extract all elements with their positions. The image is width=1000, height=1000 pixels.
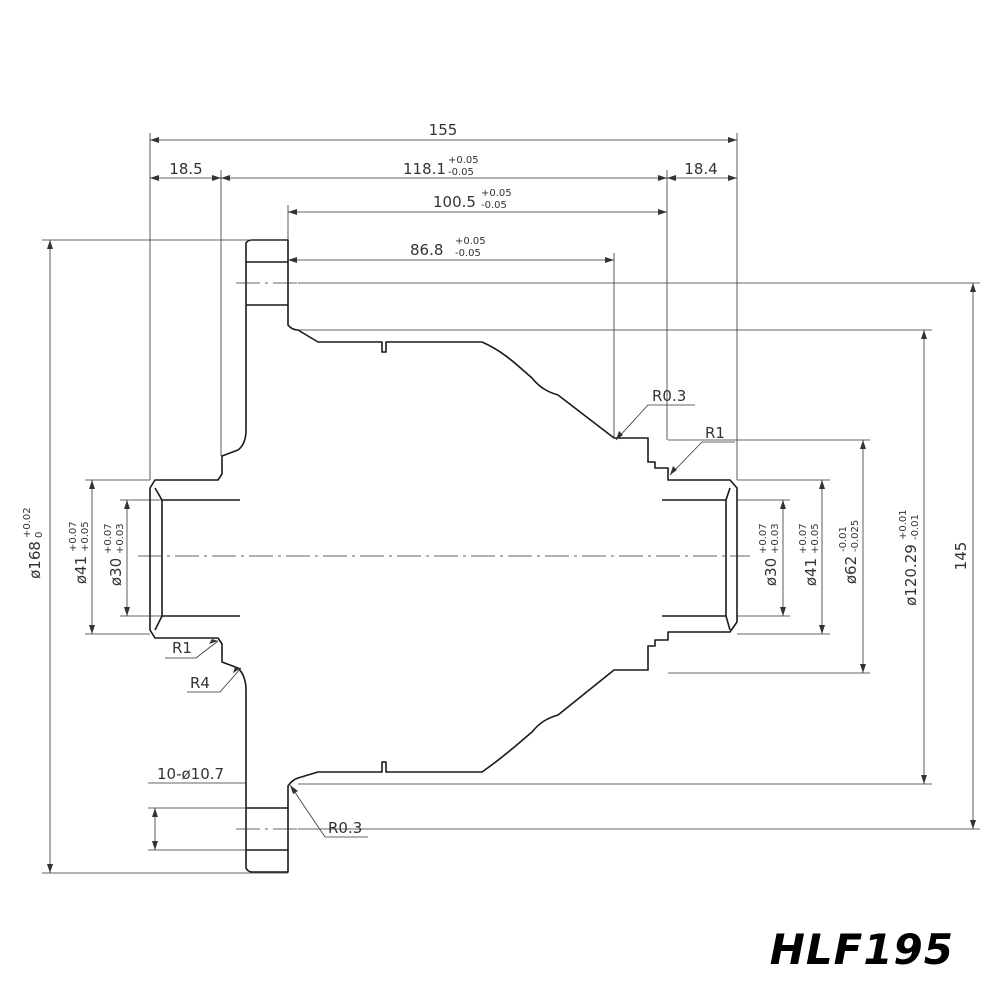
- tol-length-100-lower: -0.05: [481, 200, 507, 211]
- bore-chamfer: [725, 487, 731, 501]
- dim-length-100: 100.5: [433, 193, 476, 211]
- dim-dia-41-left: ø41: [72, 556, 90, 584]
- dim-dia-168: ø168: [26, 541, 44, 579]
- tol-dia-41-left-lower: +0.05: [80, 521, 91, 552]
- leader-r03-bottom: [289, 784, 368, 838]
- tol-dia-168-lower: 0: [34, 532, 45, 538]
- tol-length-86-upper: +0.05: [455, 236, 486, 247]
- model-label: HLF195: [769, 925, 954, 974]
- tol-length-118-upper: +0.05: [448, 155, 479, 166]
- leader-lines: [165, 404, 735, 838]
- tol-dia-41-right-lower: +0.05: [810, 523, 821, 554]
- tol-dia-120-lower: -0.01: [910, 514, 921, 540]
- tol-dia-30-right-upper: +0.07: [758, 523, 769, 554]
- tol-dia-62-lower: -0.025: [850, 520, 861, 552]
- label-bolt-holes: 10-ø10.7: [157, 765, 224, 783]
- tol-length-118-lower: -0.05: [448, 167, 474, 178]
- bore-chamfer: [154, 615, 163, 631]
- leader-r03-top: [615, 404, 695, 441]
- dim-dia-30-left: ø30: [107, 558, 125, 586]
- dim-length-118: 118.1: [403, 160, 446, 178]
- tol-dia-30-left-lower: +0.03: [115, 523, 126, 554]
- tol-dia-168-upper: +0.02: [22, 507, 33, 538]
- dim-left-flange: 18.5: [169, 160, 202, 178]
- dim-dia-62: ø62: [842, 556, 860, 584]
- extension-lines: [42, 133, 980, 874]
- label-r4: R4: [190, 674, 210, 692]
- tol-dia-41-right-upper: +0.07: [798, 523, 809, 554]
- dim-dia-120: ø120.29: [902, 544, 920, 606]
- center-lines: [138, 282, 750, 830]
- tol-dia-30-left-upper: +0.07: [103, 523, 114, 554]
- leader-r4: [187, 667, 242, 693]
- tol-dia-62-upper: -0.01: [838, 526, 849, 552]
- leader-r1-left: [165, 640, 219, 659]
- bore-chamfer: [154, 487, 163, 501]
- dim-height-145: 145: [952, 542, 970, 571]
- dimension-labels: 155 18.5 18.4 118.1 +0.05 -0.05 100.5 +0…: [22, 121, 970, 837]
- tol-dia-30-right-lower: +0.03: [770, 523, 781, 554]
- dim-right-flange: 18.4: [684, 160, 717, 178]
- dim-dia-41-right: ø41: [802, 558, 820, 586]
- label-r1-top: R1: [705, 424, 725, 442]
- label-r03-top: R0.3: [652, 387, 686, 405]
- tol-length-100-upper: +0.05: [481, 188, 512, 199]
- dim-dia-30-right: ø30: [762, 558, 780, 586]
- leader-r1-top: [669, 441, 735, 476]
- tol-length-86-lower: -0.05: [455, 248, 481, 259]
- label-r1-left: R1: [172, 639, 192, 657]
- dimension-lines: [47, 137, 976, 873]
- tol-dia-120-upper: +0.01: [898, 509, 909, 540]
- dim-overall-length: 155: [429, 121, 458, 139]
- tol-dia-41-left-upper: +0.07: [68, 521, 79, 552]
- label-r03-bottom: R0.3: [328, 819, 362, 837]
- dim-length-86: 86.8: [410, 241, 443, 259]
- bore-chamfer: [725, 615, 731, 631]
